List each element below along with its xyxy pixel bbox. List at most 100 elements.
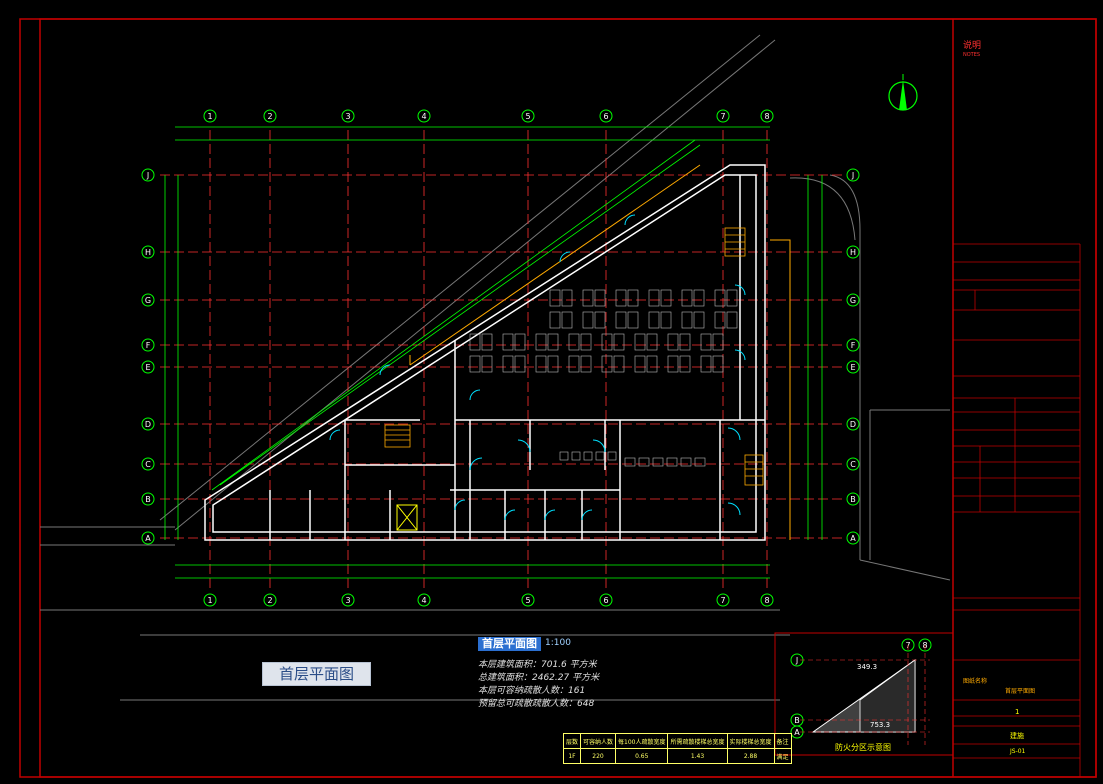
axis-bubble-label: 3 [345,596,350,605]
stair-icon [384,227,764,486]
axis-bubble-row-left: H [141,245,155,259]
table-seat [549,311,561,329]
axis-bubble-label: 8 [764,112,769,121]
axis-bubble-label: E [850,363,855,372]
table-seat [714,311,726,329]
table-seat [514,355,526,373]
axis-bubble-row-left: J [141,168,155,182]
table-seat [561,289,573,307]
table-seat [634,355,646,373]
axis-bubble-label: A [794,728,800,737]
axis-bubble-label: J [851,171,854,180]
table-cell: 0.65 [615,748,669,764]
axis-bubble-col-top: 1 [203,109,217,123]
axis-bubble-col-bottom: 5 [521,593,535,607]
table-seat [571,451,581,461]
table-seat [568,333,580,351]
axis-bubble-label: E [145,363,150,372]
axis-bubble-label: 1 [207,112,212,121]
drawing-name: 首层平面图 [1005,688,1036,695]
axis-bubble-row-right: E [846,360,860,374]
axis-bubble-col-top: 2 [263,109,277,123]
notes-label-en: NOTES [963,52,981,58]
axis-bubble-col-top: 7 [716,109,730,123]
table-seat [580,355,592,373]
axis-bubble-label: J [146,171,149,180]
table-seat [667,333,679,351]
axis-bubble-label: B [145,495,151,504]
table-seat [681,289,693,307]
table-seat [601,355,613,373]
axis-bubble-label: B [850,495,856,504]
table-seat [667,355,679,373]
axis-bubble-label: 2 [267,112,272,121]
table-seat [583,451,593,461]
table-header: 可容纳人数 [580,733,617,749]
table-seat [627,311,639,329]
table-cell: 2.88 [726,748,775,764]
table-cell: 1F [562,748,582,764]
stat-occupancy: 本层可容纳疏散人数：161 [478,686,586,696]
title-block-lines [953,243,1081,777]
table-seat [549,289,561,307]
axis-bubble-label: A [145,534,151,543]
doors [329,214,746,521]
table-seat [594,289,606,307]
axis-bubble-label: 2 [267,596,272,605]
inner-frame [39,18,1097,778]
stage: 建施 [1010,732,1024,740]
table-seat [700,355,712,373]
table-seat [580,333,592,351]
drawing-code: JS-01 [1010,748,1026,755]
axis-bubble-label: D [850,420,856,429]
axis-bubble-row-left: D [141,417,155,431]
notes-label: 说明 [963,41,982,51]
table-seat [601,333,613,351]
table-seat [469,333,481,351]
table-seat [726,289,738,307]
axis-bubble-label: 6 [603,112,608,121]
table-seat [535,355,547,373]
project-label: 图纸名称 [963,678,988,685]
axis-bubble-col-bottom: 6 [599,593,613,607]
table-seat [615,311,627,329]
table-seat [561,311,573,329]
table-seat [638,457,650,467]
table-seat [648,311,660,329]
axis-bubble-label: H [850,248,856,257]
sheet-no: 1 [1015,708,1020,716]
table-seat [481,355,493,373]
drawing-scale: 1:100 [545,638,571,648]
table-seat [607,451,617,461]
axis-bubble-row-left: C [141,457,155,471]
site-lines [40,34,951,701]
table-header: 所需疏散楼梯总宽度 [667,733,728,749]
table-seat [559,451,569,461]
axis-bubble-col-bottom: 1 [203,593,217,607]
axis-bubble-row-right: H [846,245,860,259]
table-seat [648,289,660,307]
table-seat [660,311,672,329]
table-seat [469,355,481,373]
axis-bubble-col-top: 6 [599,109,613,123]
axis-bubble-col-top: 4 [417,109,431,123]
table-seat [568,355,580,373]
axis-bubble-row-right: F [846,338,860,352]
table-seat [660,289,672,307]
table-seat [712,355,724,373]
table-seat [693,311,705,329]
table-header: 备注 [773,733,792,749]
stat-total-area: 总建筑面积：2462.27 平方米 [478,673,600,683]
stat-total-occupancy: 预留总可疏散疏散人数：648 [478,699,595,709]
axis-bubble-label: H [145,248,151,257]
axis-bubble-label: 4 [421,596,426,605]
table-seat [714,289,726,307]
table-seat [646,355,658,373]
north-arrow-icon [888,74,918,111]
axis-bubble-row-left: G [141,293,155,307]
axis-bubble-label: C [145,460,151,469]
table-seat [634,333,646,351]
table-seat [693,289,705,307]
table-seat [680,457,692,467]
